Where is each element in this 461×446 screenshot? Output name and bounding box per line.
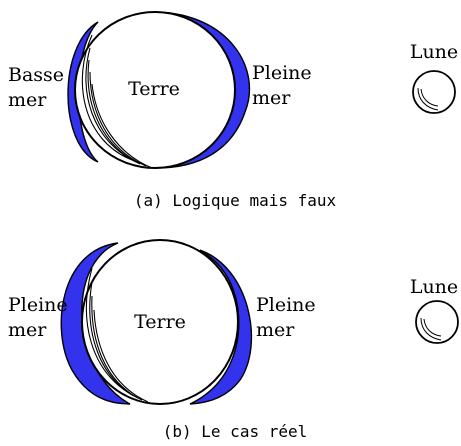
moon-circle-b bbox=[415, 300, 459, 344]
moon-shading-a bbox=[417, 87, 439, 111]
earth-circle-a bbox=[74, 11, 236, 169]
right-label-a-line1: Pleine bbox=[252, 62, 312, 84]
right-label-a-line2: mer bbox=[252, 87, 291, 109]
moon-label-b: Lune bbox=[410, 276, 458, 298]
moon-shading-b bbox=[420, 317, 442, 341]
right-label-b-line1: Pleine bbox=[256, 294, 316, 316]
earth-label-b: Terre bbox=[134, 311, 186, 333]
caption-b: (b) Le cas réel bbox=[163, 422, 308, 441]
earth-label-a: Terre bbox=[128, 78, 180, 100]
left-label-b-line2: mer bbox=[8, 319, 47, 341]
earth-shading-a bbox=[81, 34, 153, 169]
left-label-a-line1: Basse bbox=[8, 64, 64, 86]
caption-a: (a) Logique mais faux bbox=[134, 191, 337, 210]
panel-a: Basse mer Terre Pleine mer Lune (a) Logi… bbox=[8, 11, 458, 210]
right-label-b-line2: mer bbox=[256, 319, 295, 341]
left-label-b-line1: Pleine bbox=[8, 294, 68, 316]
moon-circle-a bbox=[412, 70, 456, 114]
tide-bulge-b bbox=[60, 242, 253, 405]
left-label-a-line2: mer bbox=[8, 89, 47, 111]
panel-b: Pleine mer Terre Pleine mer Lune (b) Le … bbox=[8, 239, 459, 441]
earth-circle-b bbox=[81, 239, 239, 405]
moon-label-a: Lune bbox=[410, 41, 458, 63]
earth-shading-b bbox=[85, 267, 149, 403]
